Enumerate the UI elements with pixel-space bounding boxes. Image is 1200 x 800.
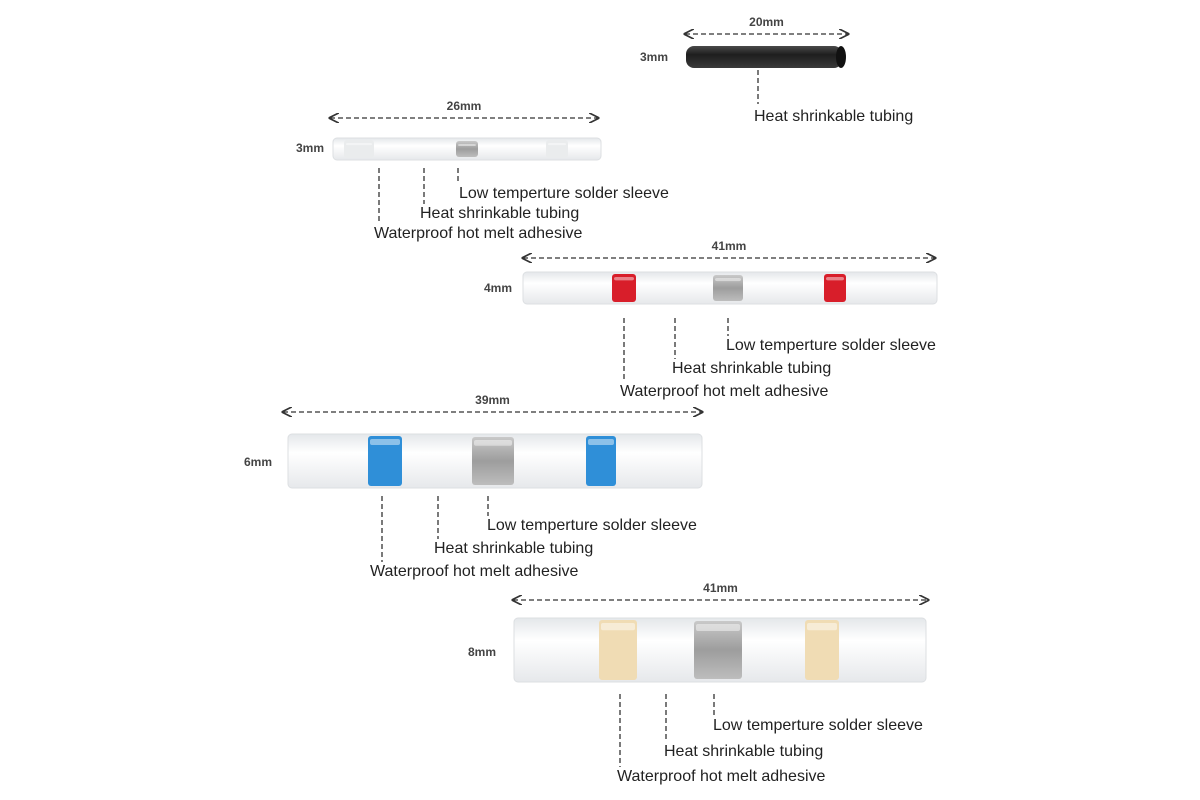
solder-sleeve-highlight: [458, 144, 476, 146]
callout-low-temperature-solder-sleeve: Low temperture solder sleeve: [487, 517, 697, 534]
callout-waterproof-hot-melt-adhesive: Waterproof hot melt adhesive: [620, 383, 829, 400]
adhesive-ring-highlight: [614, 277, 634, 281]
adhesive-ring: [824, 274, 846, 302]
length-label: 20mm: [749, 15, 784, 29]
callout-low-temperature-solder-sleeve: Low temperture solder sleeve: [713, 717, 923, 734]
length-label: 39mm: [475, 393, 510, 407]
tube-end: [836, 46, 846, 68]
solder-sleeve: [456, 141, 478, 157]
callout-heat-shrinkable-tubing: Heat shrinkable tubing: [420, 205, 579, 222]
solder-sleeve-highlight: [474, 440, 512, 446]
solder-sleeve: [713, 275, 743, 301]
solder-sleeve-highlight: [715, 278, 741, 282]
adhesive-ring-highlight: [548, 143, 566, 146]
solder-sleeve: [472, 437, 514, 485]
length-label: 41mm: [712, 239, 747, 253]
callout-low-temperature-solder-sleeve: Low temperture solder sleeve: [459, 185, 669, 202]
adhesive-ring-highlight: [601, 623, 635, 631]
adhesive-ring: [586, 436, 616, 486]
adhesive-ring-highlight: [588, 439, 614, 445]
length-label: 26mm: [447, 99, 482, 113]
diameter-label: 3mm: [640, 50, 668, 64]
adhesive-ring: [599, 620, 637, 680]
length-label: 41mm: [703, 581, 738, 595]
adhesive-ring: [805, 620, 839, 680]
callout-heat-shrinkable-tubing: Heat shrinkable tubing: [672, 360, 831, 377]
adhesive-ring-highlight: [346, 143, 372, 146]
adhesive-ring: [612, 274, 636, 302]
diameter-label: 3mm: [296, 141, 324, 155]
callout-heat-shrinkable-tubing: Heat shrinkable tubing: [664, 743, 823, 760]
callout-waterproof-hot-melt-adhesive: Waterproof hot melt adhesive: [374, 225, 583, 242]
callout-waterproof-hot-melt-adhesive: Waterproof hot melt adhesive: [370, 563, 579, 580]
adhesive-ring: [368, 436, 402, 486]
callout-low-temperature-solder-sleeve: Low temperture solder sleeve: [726, 337, 936, 354]
adhesive-ring-highlight: [370, 439, 400, 445]
diameter-label: 4mm: [484, 281, 512, 295]
callout-heat-shrinkable-tubing: Heat shrinkable tubing: [434, 540, 593, 557]
callout-heat-shrinkable-tubing: Heat shrinkable tubing: [754, 108, 913, 125]
adhesive-ring: [344, 140, 374, 158]
diameter-label: 8mm: [468, 645, 496, 659]
callout-waterproof-hot-melt-adhesive: Waterproof hot melt adhesive: [617, 768, 826, 785]
adhesive-ring-highlight: [807, 623, 837, 631]
solder-sleeve: [694, 621, 742, 679]
diameter-label: 6mm: [244, 455, 272, 469]
adhesive-ring-highlight: [826, 277, 844, 281]
adhesive-ring: [546, 140, 568, 158]
solder-sleeve-highlight: [696, 624, 740, 631]
black-heat-shrink-tube: [686, 46, 842, 68]
